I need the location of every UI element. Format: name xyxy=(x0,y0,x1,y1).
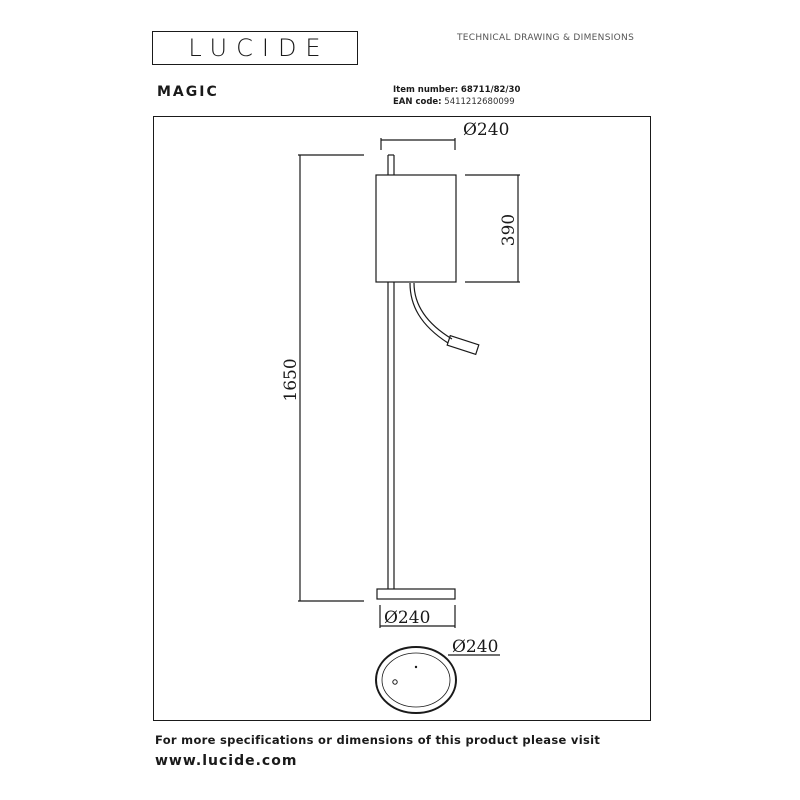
lamp-base-side xyxy=(376,588,456,600)
shade-diameter-label: Ø240 xyxy=(463,120,509,140)
item-number-value: 68711/82/30 xyxy=(460,85,521,95)
item-number-row: Item number: 68711/82/30 xyxy=(393,85,520,95)
flex-arm-outer xyxy=(409,282,449,344)
ean-value: 5411212680099 xyxy=(444,97,515,107)
website-link[interactable]: www.lucide.com xyxy=(155,753,298,769)
footer-note: For more specifications or dimensions of… xyxy=(155,733,601,747)
brand-logo: LUCIDE xyxy=(152,31,358,65)
ean-label: EAN code: xyxy=(393,97,442,107)
drawing-frame xyxy=(153,116,651,721)
base-switch-dot xyxy=(392,679,398,685)
reading-light-head xyxy=(446,334,480,356)
base-diameter-side-label: Ø240 xyxy=(384,608,430,628)
flex-arm-inner xyxy=(413,282,453,340)
total-height-label: 1650 xyxy=(281,358,301,401)
document-title: TECHNICAL DRAWING & DIMENSIONS xyxy=(457,33,635,43)
brand-logo-text: LUCIDE xyxy=(188,34,330,62)
lamp-base-top-outer xyxy=(375,646,457,714)
lamp-shade xyxy=(375,174,457,283)
ean-row: EAN code: 5411212680099 xyxy=(393,97,515,107)
lamp-base-top-inner xyxy=(381,652,451,708)
base-diameter-top-label: Ø240 xyxy=(452,637,498,657)
product-name: MAGIC xyxy=(157,84,219,100)
shade-height-label: 390 xyxy=(499,214,519,246)
item-number-label: Item number: xyxy=(393,85,459,95)
base-cable-dot xyxy=(414,665,418,669)
